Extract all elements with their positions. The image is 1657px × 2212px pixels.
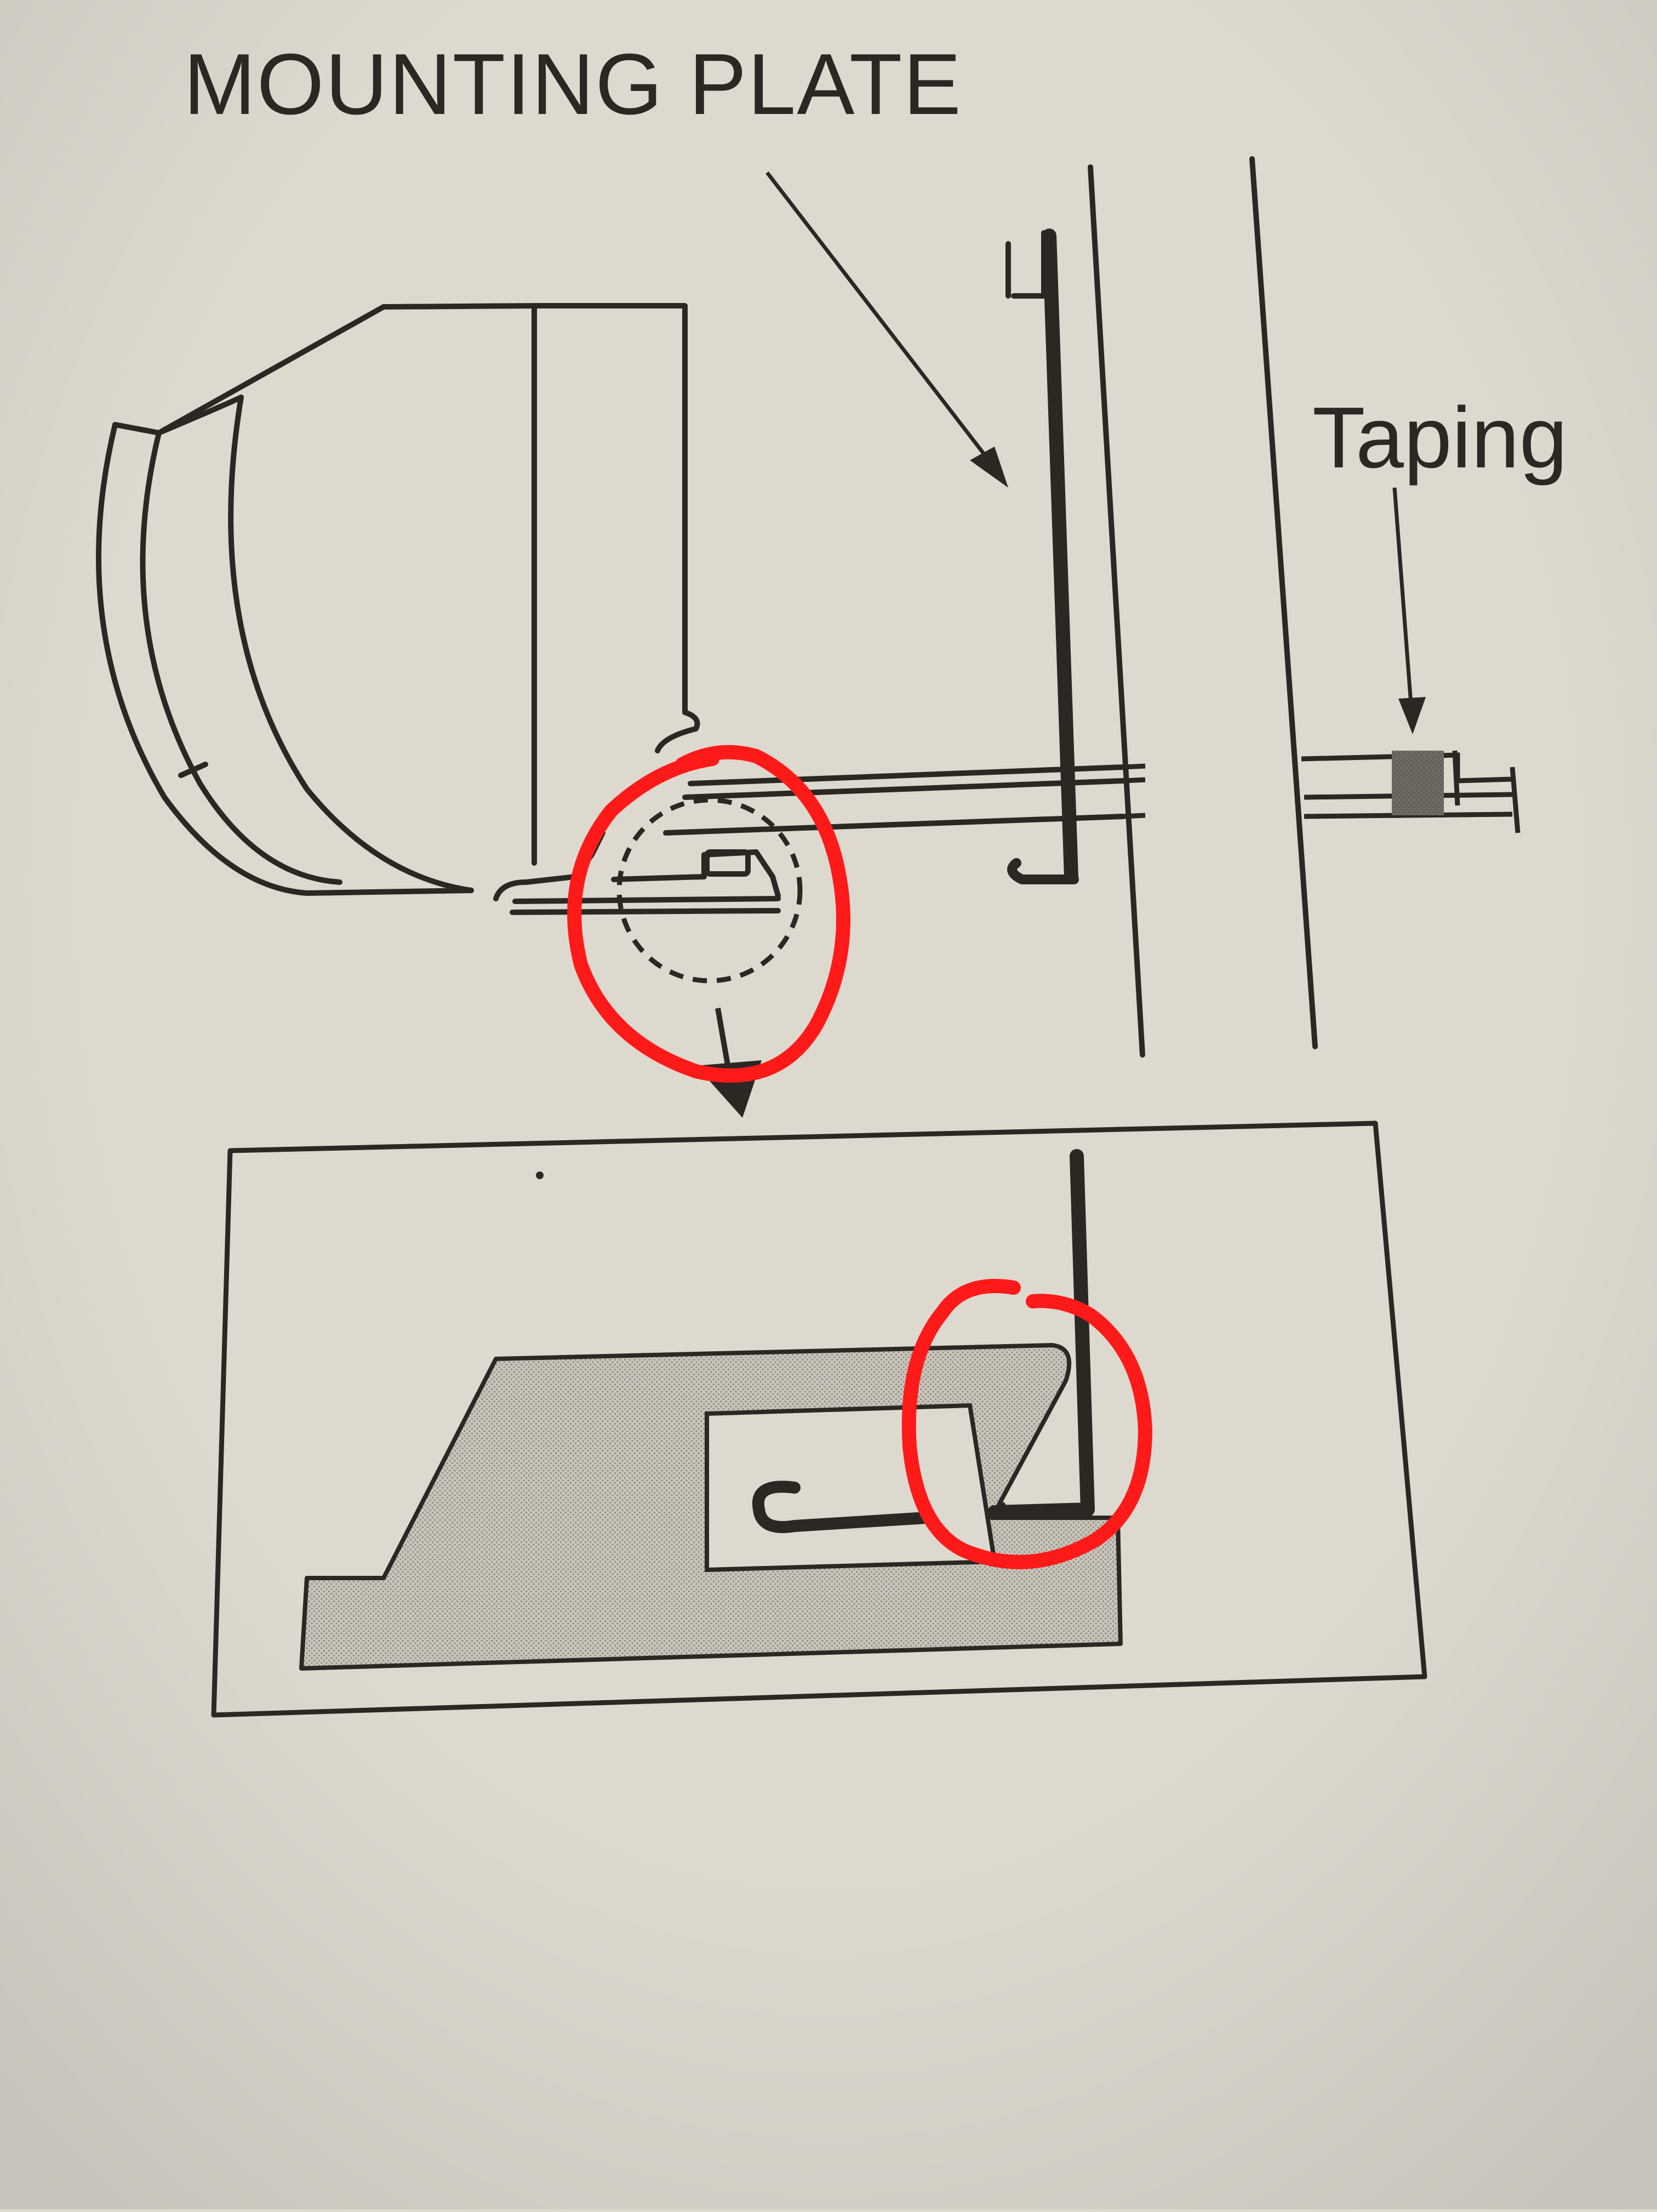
taping-label: Taping <box>1312 390 1568 486</box>
indoor-unit <box>96 303 1126 915</box>
red-highlight-circle-bottom <box>901 1279 1152 1569</box>
mounting-plate-label: MOUNTING PLATE <box>184 36 962 133</box>
taping-wrap-texture <box>1392 751 1444 815</box>
mounting-plate-leader <box>765 171 1008 488</box>
detail-mounting-plate <box>987 1149 1095 1519</box>
wall <box>1088 156 1318 1058</box>
detail-mounting-hook <box>752 1481 932 1533</box>
mounting-plate <box>1005 228 1079 884</box>
detail-callout-circle <box>616 797 803 984</box>
red-highlight-circle-top <box>567 745 850 1083</box>
taping-leader <box>1392 487 1426 734</box>
paper-speck <box>536 1171 544 1179</box>
